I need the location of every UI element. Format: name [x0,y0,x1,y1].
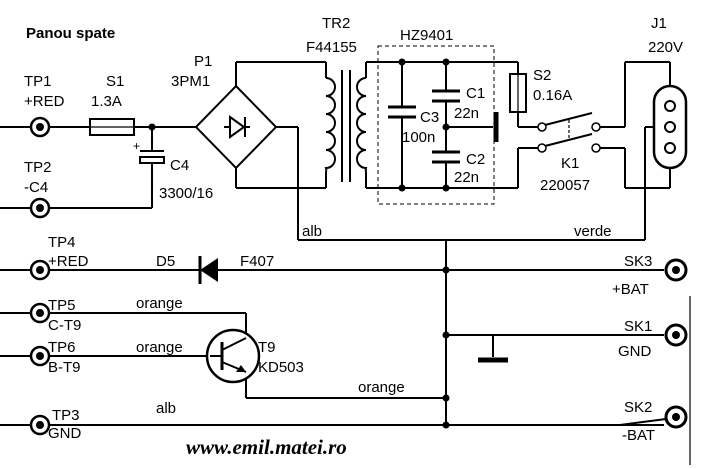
sk2-socket [664,405,688,429]
c3-value: 100n [402,129,435,146]
tp2-signal: -C4 [24,179,48,196]
sk1-socket [664,323,688,347]
tp3-label: TP3 [52,407,80,424]
hz9401-label: HZ9401 [400,27,453,44]
j1-mains-connector-symbol [652,84,688,170]
c1-value: 22n [454,105,479,122]
wires [0,61,691,465]
d5-value: F407 [240,253,274,270]
c1-label: C1 [466,85,485,102]
wire-label-orange-collector: orange [136,295,183,312]
tp5-terminal [29,302,51,324]
wire-label-alb-top: alb [302,223,322,240]
tp3-signal: GND [48,425,82,442]
tp5-label: TP5 [48,297,76,314]
t9-value: KD503 [258,359,304,376]
tp3-terminal [29,414,51,436]
k1-switch-symbol [537,112,601,153]
wire-label-orange-base: orange [136,339,183,356]
j1-value: 220V [648,39,683,56]
c3-capacitor-symbol [388,105,416,119]
d5-diode-symbol [198,256,218,284]
website-watermark: www.emil.matei.ro [186,435,347,459]
s2-label: S2 [533,67,551,84]
tp1-signal: +RED [24,93,65,110]
sk3-socket [664,258,688,282]
t9-label: T9 [258,339,276,356]
tp2-terminal [29,197,51,219]
c1-capacitor-symbol [432,89,460,103]
j1-label: J1 [651,15,667,32]
sk1-signal: GND [618,343,652,360]
tp6-terminal [29,345,51,367]
sk3-label: SK3 [624,253,652,270]
c3-label: C3 [420,109,439,126]
tr2-label: TR2 [322,15,350,32]
tp1-label: TP1 [24,73,52,90]
tp4-signal: +RED [48,253,89,270]
k1-label: K1 [561,155,579,172]
junctions [148,58,450,429]
sk3-signal: +BAT [612,281,649,298]
c2-label: C2 [466,151,485,168]
sk2-label: SK2 [624,399,652,416]
tr2-transformer-symbol [324,70,368,182]
tp5-signal: C-T9 [48,317,81,334]
panel-title: Panou spate [26,25,115,42]
p1-value: 3PM1 [171,73,210,90]
c4-value: 3300/16 [159,185,213,202]
wire-label-alb-gnd: alb [156,400,176,417]
d5-label: D5 [156,253,175,270]
hz9401-filter-box [377,45,495,205]
tp2-label: TP2 [24,159,52,176]
c4-capacitor-symbol: + [133,139,165,164]
c2-capacitor-symbol [432,150,460,164]
p1-label: P1 [194,53,212,70]
tp6-label: TP6 [48,339,76,356]
wire-label-verde: verde [574,223,612,240]
svg-text:+: + [133,139,140,153]
tp6-signal: B-T9 [48,359,81,376]
wire-label-orange-emitter: orange [358,379,405,396]
t9-transistor-symbol [205,328,261,384]
tr2-value: F44155 [306,39,357,56]
k1-value: 220057 [540,177,590,194]
sk1-label: SK1 [624,318,652,335]
tp4-terminal [29,259,51,281]
sk2-signal: -BAT [622,427,655,444]
p1-bridge-rectifier-symbol [194,84,278,170]
s1-label: S1 [106,73,124,90]
s1-value: 1.3A [91,93,122,110]
tp1-terminal [29,116,51,138]
tp4-label: TP4 [48,234,76,251]
c2-value: 22n [454,169,479,186]
c4-label: C4 [170,157,189,174]
s2-value: 0.16A [533,87,572,104]
